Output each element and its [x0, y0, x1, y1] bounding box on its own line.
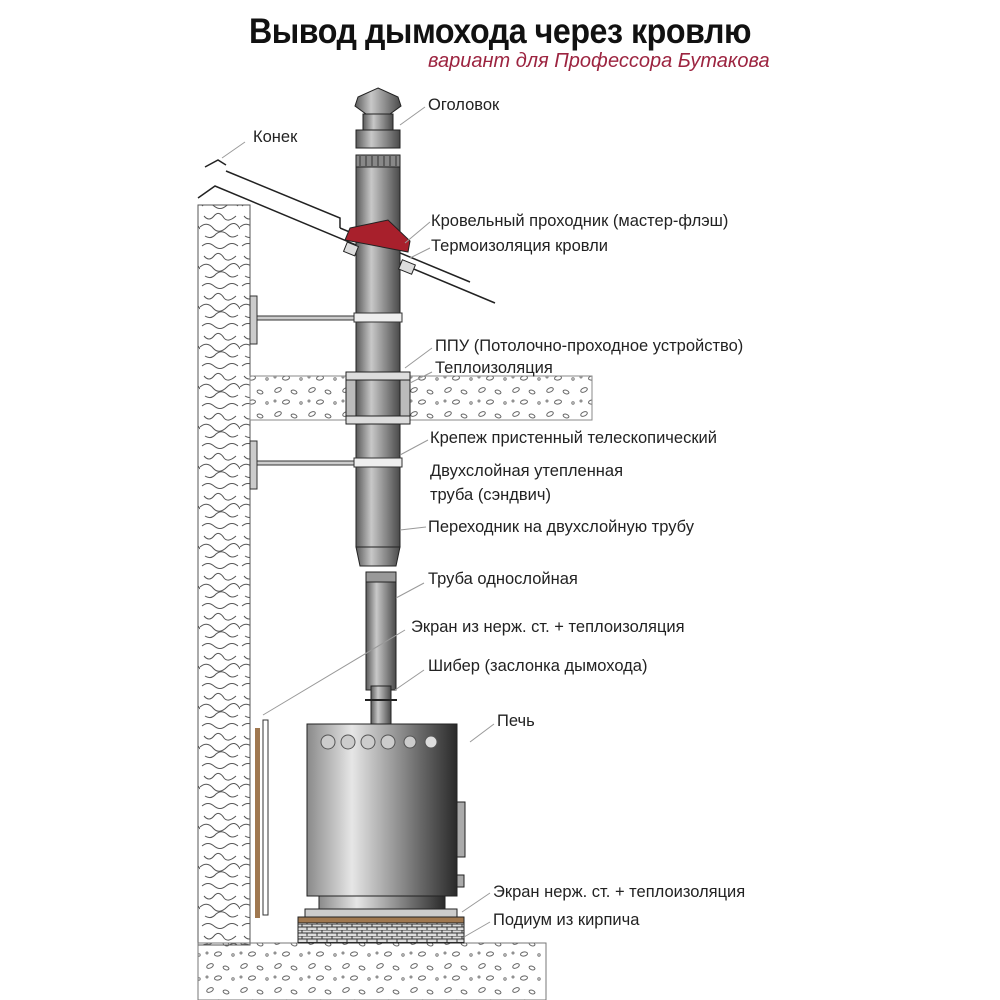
label-sandwich-line2: труба (сэндвич): [430, 486, 551, 504]
floor-slab: [197, 942, 547, 1000]
sandwich-pipe: [355, 154, 401, 548]
adapter: [355, 546, 401, 567]
label-cap: Оголовок: [428, 96, 500, 114]
label-ceiling-unit: ППУ (Потолочно-проходное устройство): [435, 337, 744, 355]
floor-screen: [297, 916, 465, 924]
label-adapter: Переходник на двухслойную трубу: [428, 518, 694, 536]
label-sandwich-line1: Двухслойная утепленная: [430, 462, 624, 480]
diagram-subtitle: вариант для Профессора Бутакова: [428, 50, 770, 72]
damper-pipe: [370, 685, 392, 725]
wall-screen: [255, 728, 260, 918]
label-wall-mount: Крепеж пристенный телескопический: [430, 429, 717, 447]
pipe-clamp: [353, 457, 403, 468]
label-stove: Печь: [497, 712, 535, 730]
stove-body: [306, 723, 458, 897]
label-wall-screen: Экран из нерж. ст. + теплоизоляция: [411, 618, 685, 636]
label-damper: Шибер (заслонка дымохода): [428, 657, 648, 675]
ceiling-slab: [249, 375, 593, 421]
label-roof-insulation: Термоизоляция кровли: [431, 237, 608, 255]
label-floor-screen: Экран нерж. ст. + теплоизоляция: [493, 883, 746, 901]
label-roof-flashing: Кровельный проходник (мастер-флэш): [431, 212, 729, 230]
ridge: [204, 159, 227, 168]
roof-flashing: [342, 219, 417, 275]
label-podium: Подиум из кирпича: [493, 911, 640, 929]
ceiling-pass-unit: [345, 371, 411, 425]
label-thermal-insulation: Теплоизоляция: [435, 359, 553, 377]
label-ridge: Конек: [253, 128, 298, 146]
label-single-pipe: Труба однослойная: [428, 570, 578, 588]
pipe-clamp: [353, 312, 403, 323]
chimney-cap: [354, 87, 402, 149]
diagram-title: Вывод дымохода через кровлю: [248, 12, 752, 51]
leader-lines: [221, 106, 495, 938]
stove-stones: [320, 734, 438, 750]
stove-door: [456, 801, 466, 858]
brick-podium: [297, 922, 465, 944]
single-wall-pipe: [365, 571, 397, 691]
